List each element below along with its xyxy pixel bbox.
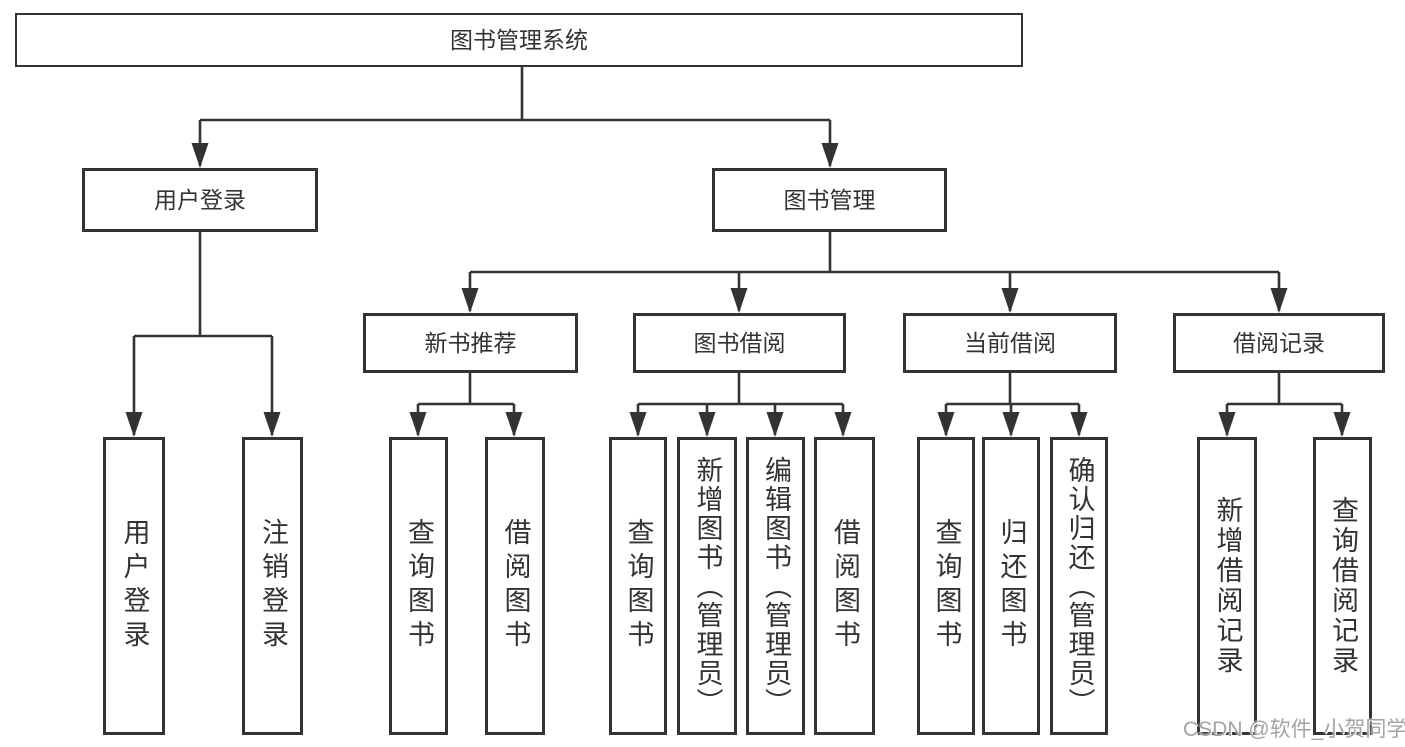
node-library-management-system: 图书管理系统 bbox=[15, 13, 1023, 67]
leaf-edit-book-admin: 编辑图书（管理员） bbox=[746, 437, 805, 735]
leaf-return-book: 归还图书 bbox=[982, 437, 1040, 735]
csdn-watermark: CSDN @软件_小贺同学 bbox=[1183, 718, 1405, 741]
leaf-current-query-book: 查询图书 bbox=[917, 437, 975, 735]
leaf-add-borrow-record: 新增借阅记录 bbox=[1197, 437, 1257, 735]
node-book-borrowing: 图书借阅 bbox=[633, 313, 846, 373]
leaf-query-borrow-record: 查询借阅记录 bbox=[1313, 437, 1372, 735]
arrowheads bbox=[125, 120, 1351, 437]
leaf-borrow-book: 借阅图书 bbox=[814, 437, 875, 735]
leaf-confirm-return-admin: 确认归还（管理员） bbox=[1050, 437, 1108, 735]
leaf-logout: 注销登录 bbox=[242, 437, 303, 735]
leaf-borrowing-query-book: 查询图书 bbox=[609, 437, 667, 735]
connector-skeleton bbox=[134, 67, 1342, 406]
node-borrowing-records: 借阅记录 bbox=[1173, 313, 1385, 373]
leaf-add-book-admin: 新增图书（管理员） bbox=[677, 437, 737, 735]
node-current-borrowing: 当前借阅 bbox=[903, 313, 1117, 373]
leaf-recommend-query-book: 查询图书 bbox=[389, 437, 448, 735]
node-new-book-recommend: 新书推荐 bbox=[363, 313, 578, 373]
node-user-login: 用户登录 bbox=[82, 168, 318, 232]
leaf-user-login: 用户登录 bbox=[103, 437, 165, 735]
node-book-management: 图书管理 bbox=[712, 168, 947, 232]
leaf-recommend-borrow-book: 借阅图书 bbox=[485, 437, 545, 735]
